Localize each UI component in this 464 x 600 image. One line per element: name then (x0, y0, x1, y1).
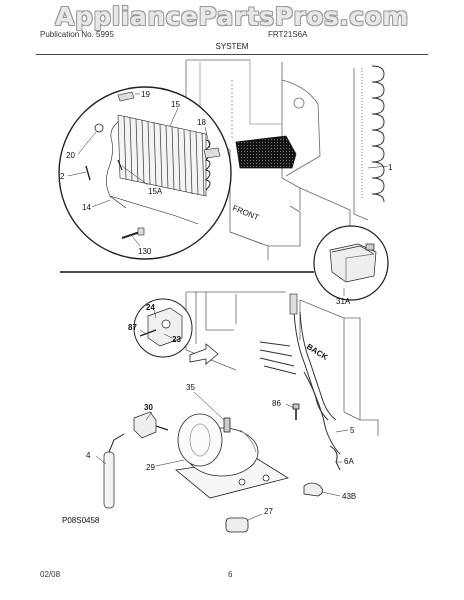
label-20: 20 (66, 151, 75, 160)
leader-lines-upper (67, 93, 211, 247)
label-86: 86 (272, 399, 281, 408)
label-27: 27 (264, 507, 273, 516)
publication-number: Publication No. 5995 (40, 30, 114, 39)
label-1: 1 (388, 163, 393, 172)
model-number: FRT21S6A (268, 30, 308, 39)
relay-30 (133, 411, 169, 439)
screw-86 (292, 403, 300, 420)
section-title: SYSTEM (215, 42, 249, 51)
sensor-20 (94, 123, 104, 133)
compressor-29 (175, 413, 290, 499)
label-30: 30 (144, 403, 153, 412)
evaporator (106, 114, 211, 225)
wire-connector (289, 293, 298, 315)
cabinet-port (293, 97, 305, 109)
tubing-back (259, 311, 341, 455)
condenser-coil (361, 65, 385, 203)
footer-page-number: 6 (228, 570, 233, 579)
cover-18 (203, 147, 221, 159)
cabinet-lower (185, 291, 379, 436)
grommet-27 (225, 517, 249, 533)
power-cord-6a (329, 445, 341, 471)
insulation-patch (235, 135, 297, 169)
label-6a: 6A (344, 457, 354, 466)
label-4: 4 (86, 451, 91, 460)
label-29: 29 (146, 463, 155, 472)
leader-lines-lower (95, 391, 349, 521)
clip-2 (85, 165, 91, 181)
label-5: 5 (350, 426, 355, 435)
label-31a: 31A (336, 297, 351, 306)
front-label: FRONT (231, 204, 260, 223)
label-87: 87 (128, 323, 137, 332)
label-130: 130 (138, 247, 152, 256)
label-15a: 15A (148, 187, 163, 196)
drier-4 (103, 433, 125, 509)
clamp-43b (303, 482, 323, 497)
watermark: AppliancePartsPros.com (55, 2, 409, 31)
label-14: 14 (82, 203, 91, 212)
direction-arrow (189, 343, 219, 365)
screw-130 (121, 227, 145, 239)
label-24: 24 (146, 303, 155, 312)
label-23: 23 (172, 335, 181, 344)
leader-lines-bracket (139, 309, 173, 339)
heater-15a (117, 159, 123, 171)
header-rule (36, 54, 428, 55)
label-35: 35 (186, 383, 195, 392)
drain-pan-31a (329, 243, 377, 283)
label-15: 15 (171, 100, 180, 109)
label-18: 18 (197, 118, 206, 127)
footer-date: 02/08 (40, 570, 61, 579)
label-43b: 43B (342, 492, 356, 501)
drawing-code: P08S0458 (62, 516, 100, 525)
bracket-24 (139, 307, 183, 347)
label-19: 19 (141, 90, 150, 99)
cover-19 (117, 91, 135, 102)
label-2: 2 (60, 172, 65, 181)
